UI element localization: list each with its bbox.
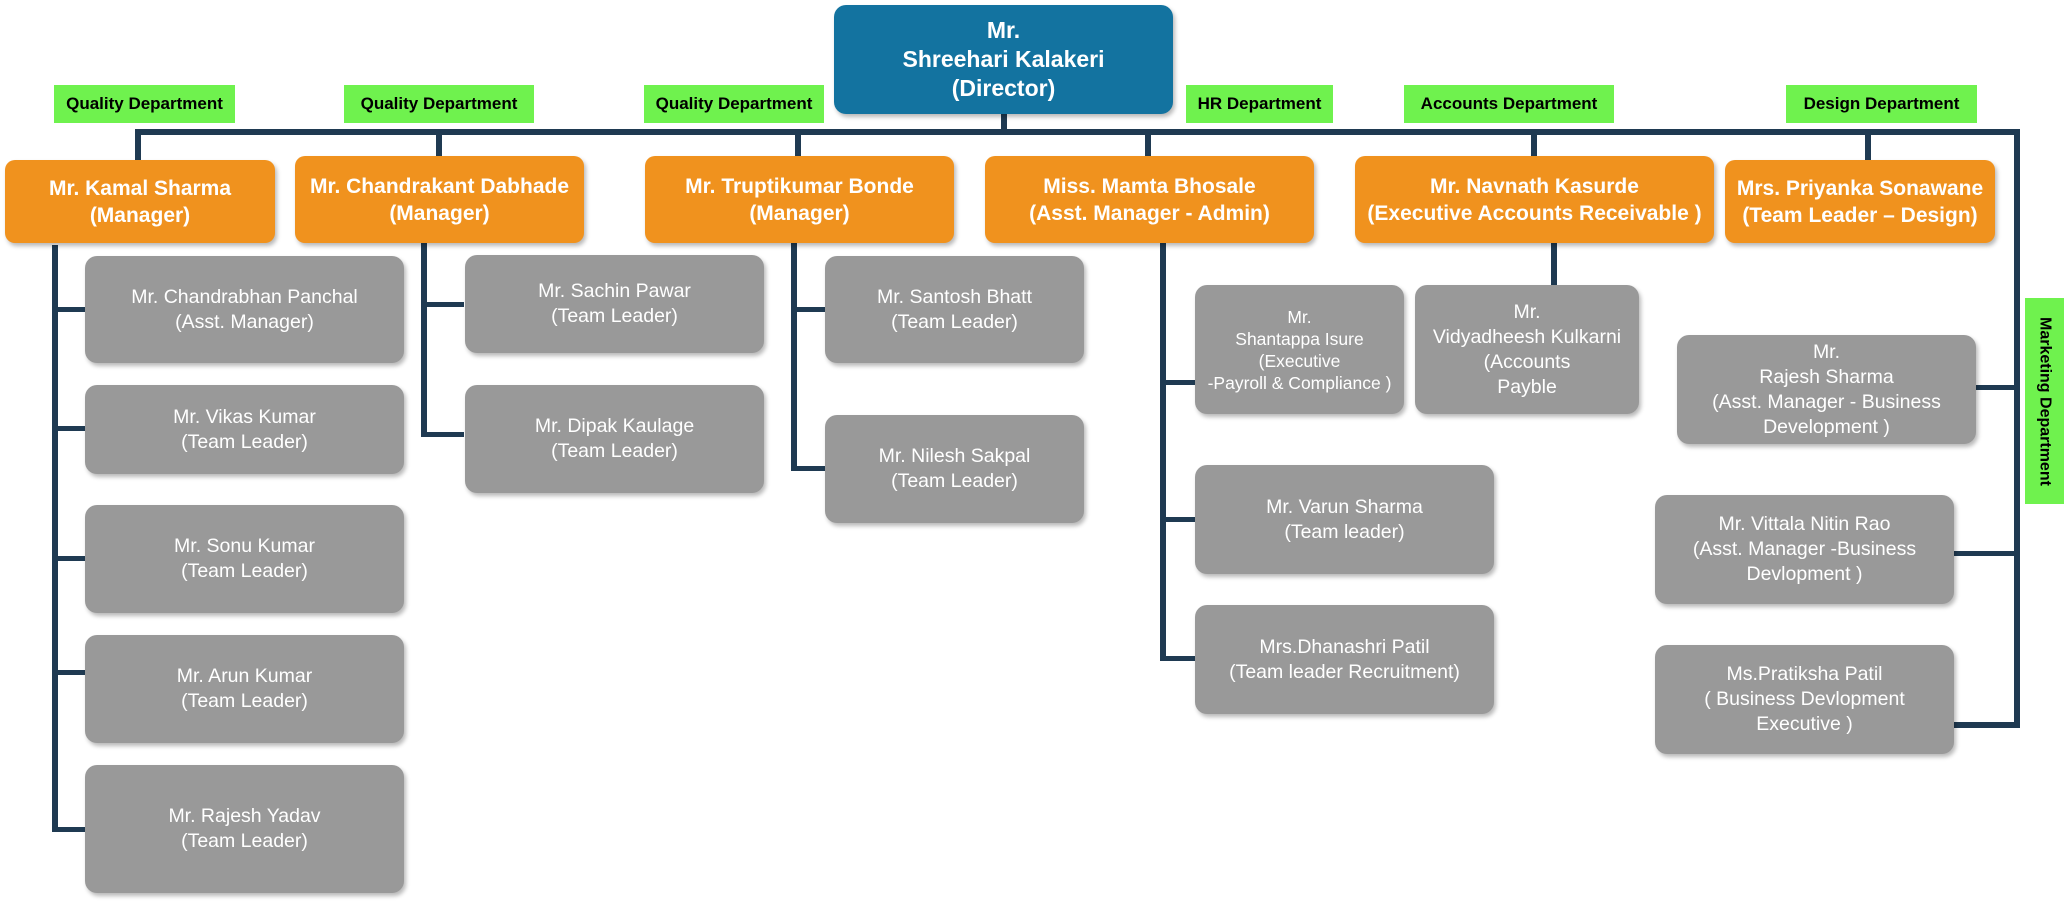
staff-box-rajesh-sharma: Mr. Rajesh Sharma (Asst. Manager - Busin… <box>1677 335 1976 444</box>
department-label-quality-1: Quality Department <box>54 85 235 123</box>
main-connector-bus <box>135 129 2020 135</box>
staff-name: Mr. Santosh Bhatt (Team Leader) <box>876 285 1032 333</box>
manager-name: Mr. Truptikumar Bonde (Manager) <box>685 174 914 225</box>
staff-name: Mr. Nilesh Sakpal (Team Leader) <box>878 445 1031 492</box>
staff-box-pratiksha: Ms.Pratiksha Patil ( Business Devlopment… <box>1655 645 1954 754</box>
staff-name: Mr. Shantappa Isure (Executive -Payroll … <box>1207 306 1392 393</box>
department-label-quality-2: Quality Department <box>344 85 534 123</box>
staff-name: Mr. Chandrabhan Panchal (Asst. Manager) <box>131 285 358 333</box>
kamal-branch-5 <box>52 827 86 832</box>
manager-name: Mr. Kamal Sharma (Manager) <box>48 176 232 227</box>
staff-name: Mr. Vidyadheesh Kulkarni (Accounts Paybl… <box>1432 300 1622 398</box>
staff-name: Mr. Sonu Kumar (Team Leader) <box>174 535 315 582</box>
department-label-accounts: Accounts Department <box>1404 85 1614 123</box>
director-name: Mr. Shreehari Kalakeri (Director) <box>902 17 1105 101</box>
staff-name: Mrs.Dhanashri Patil (Team leader Recruit… <box>1229 635 1460 683</box>
staff-box-vidyadheesh: Mr. Vidyadheesh Kulkarni (Accounts Paybl… <box>1415 285 1639 414</box>
chandrakant-branch-1 <box>421 302 464 307</box>
connector-navnath <box>1531 129 1537 157</box>
manager-box-trupti: Mr. Truptikumar Bonde (Manager) <box>645 156 954 243</box>
staff-box-varun: Mr. Varun Sharma (Team leader) <box>1195 465 1494 574</box>
manager-name: Mrs. Priyanka Sonawane (Team Leader – De… <box>1736 176 1984 227</box>
trupti-spine <box>791 243 797 471</box>
staff-box-dhanashri: Mrs.Dhanashri Patil (Team leader Recruit… <box>1195 605 1494 714</box>
connector-pratiksha <box>1954 722 2020 728</box>
staff-name: Mr. Arun Kumar (Team Leader) <box>176 665 313 712</box>
kamal-branch-1 <box>52 307 86 312</box>
department-label-design: Design Department <box>1786 85 1977 123</box>
staff-name: Mr. Vittala Nitin Rao (Asst. Manager -Bu… <box>1692 513 1917 585</box>
staff-name: Mr. Dipak Kaulage (Team Leader) <box>534 415 695 462</box>
manager-box-mamta: Miss. Mamta Bhosale (Asst. Manager - Adm… <box>985 156 1314 243</box>
staff-box-arun: Mr. Arun Kumar (Team Leader) <box>85 635 404 743</box>
staff-box-sachin: Mr. Sachin Pawar (Team Leader) <box>465 255 764 353</box>
mamta-spine <box>1160 243 1166 661</box>
department-label-marketing: Marketing Department <box>2025 298 2064 504</box>
staff-name: Mr. Varun Sharma (Team leader) <box>1266 495 1423 543</box>
connector-rajesh-sharma <box>1975 385 2020 390</box>
department-label-quality-3: Quality Department <box>644 85 824 123</box>
manager-box-priyanka: Mrs. Priyanka Sonawane (Team Leader – De… <box>1725 160 1995 243</box>
kamal-branch-4 <box>52 670 86 675</box>
manager-box-chandrakant: Mr. Chandrakant Dabhade (Manager) <box>295 156 584 243</box>
staff-name: Ms.Pratiksha Patil ( Business Devlopment… <box>1704 663 1905 735</box>
staff-name: Mr. Vikas Kumar (Team Leader) <box>173 405 316 453</box>
manager-box-navnath: Mr. Navnath Kasurde (Executive Accounts … <box>1355 156 1714 243</box>
staff-box-rajesh-yadav: Mr. Rajesh Yadav (Team Leader) <box>85 765 404 893</box>
kamal-spine <box>52 245 58 832</box>
kamal-branch-3 <box>52 556 86 561</box>
manager-box-kamal: Mr. Kamal Sharma (Manager) <box>5 160 275 243</box>
trupti-branch-2 <box>791 466 825 471</box>
connector-trupti <box>795 129 801 157</box>
staff-box-chandrabhan: Mr. Chandrabhan Panchal (Asst. Manager) <box>85 256 404 363</box>
trupti-branch-1 <box>791 307 825 312</box>
staff-box-vittala: Mr. Vittala Nitin Rao (Asst. Manager -Bu… <box>1655 495 1954 604</box>
kamal-branch-2 <box>52 426 86 431</box>
staff-name: Mr. Sachin Pawar (Team Leader) <box>538 280 691 327</box>
chandrakant-branch-2 <box>421 432 464 437</box>
connector-mamta <box>1145 129 1151 157</box>
manager-name: Mr. Chandrakant Dabhade (Manager) <box>309 174 570 225</box>
marketing-spine <box>2014 129 2020 728</box>
connector-chandrakant <box>436 129 442 157</box>
staff-box-sonu: Mr. Sonu Kumar (Team Leader) <box>85 505 404 613</box>
staff-name: Mr. Rajesh Yadav (Team Leader) <box>168 805 321 852</box>
mamta-branch-1 <box>1160 380 1195 385</box>
manager-name: Miss. Mamta Bhosale (Asst. Manager - Adm… <box>1029 174 1270 225</box>
mamta-branch-3 <box>1160 656 1195 661</box>
staff-box-dipak: Mr. Dipak Kaulage (Team Leader) <box>465 385 764 493</box>
director-connector <box>1001 112 1007 133</box>
connector-vittala <box>1954 551 2020 556</box>
department-label-hr: HR Department <box>1186 85 1333 123</box>
director-box: Mr. Shreehari Kalakeri (Director) <box>834 5 1173 114</box>
connector-priyanka <box>1865 129 1871 161</box>
chandrakant-spine <box>421 243 427 437</box>
staff-box-vikas: Mr. Vikas Kumar (Team Leader) <box>85 385 404 474</box>
navnath-drop <box>1551 243 1557 285</box>
mamta-branch-2 <box>1160 517 1195 522</box>
staff-name: Mr. Rajesh Sharma (Asst. Manager - Busin… <box>1712 340 1941 438</box>
staff-box-shantappa: Mr. Shantappa Isure (Executive -Payroll … <box>1195 285 1404 414</box>
staff-box-santosh: Mr. Santosh Bhatt (Team Leader) <box>825 256 1084 363</box>
staff-box-nilesh: Mr. Nilesh Sakpal (Team Leader) <box>825 415 1084 523</box>
manager-name: Mr. Navnath Kasurde (Executive Accounts … <box>1367 174 1702 225</box>
connector-kamal <box>135 129 141 161</box>
